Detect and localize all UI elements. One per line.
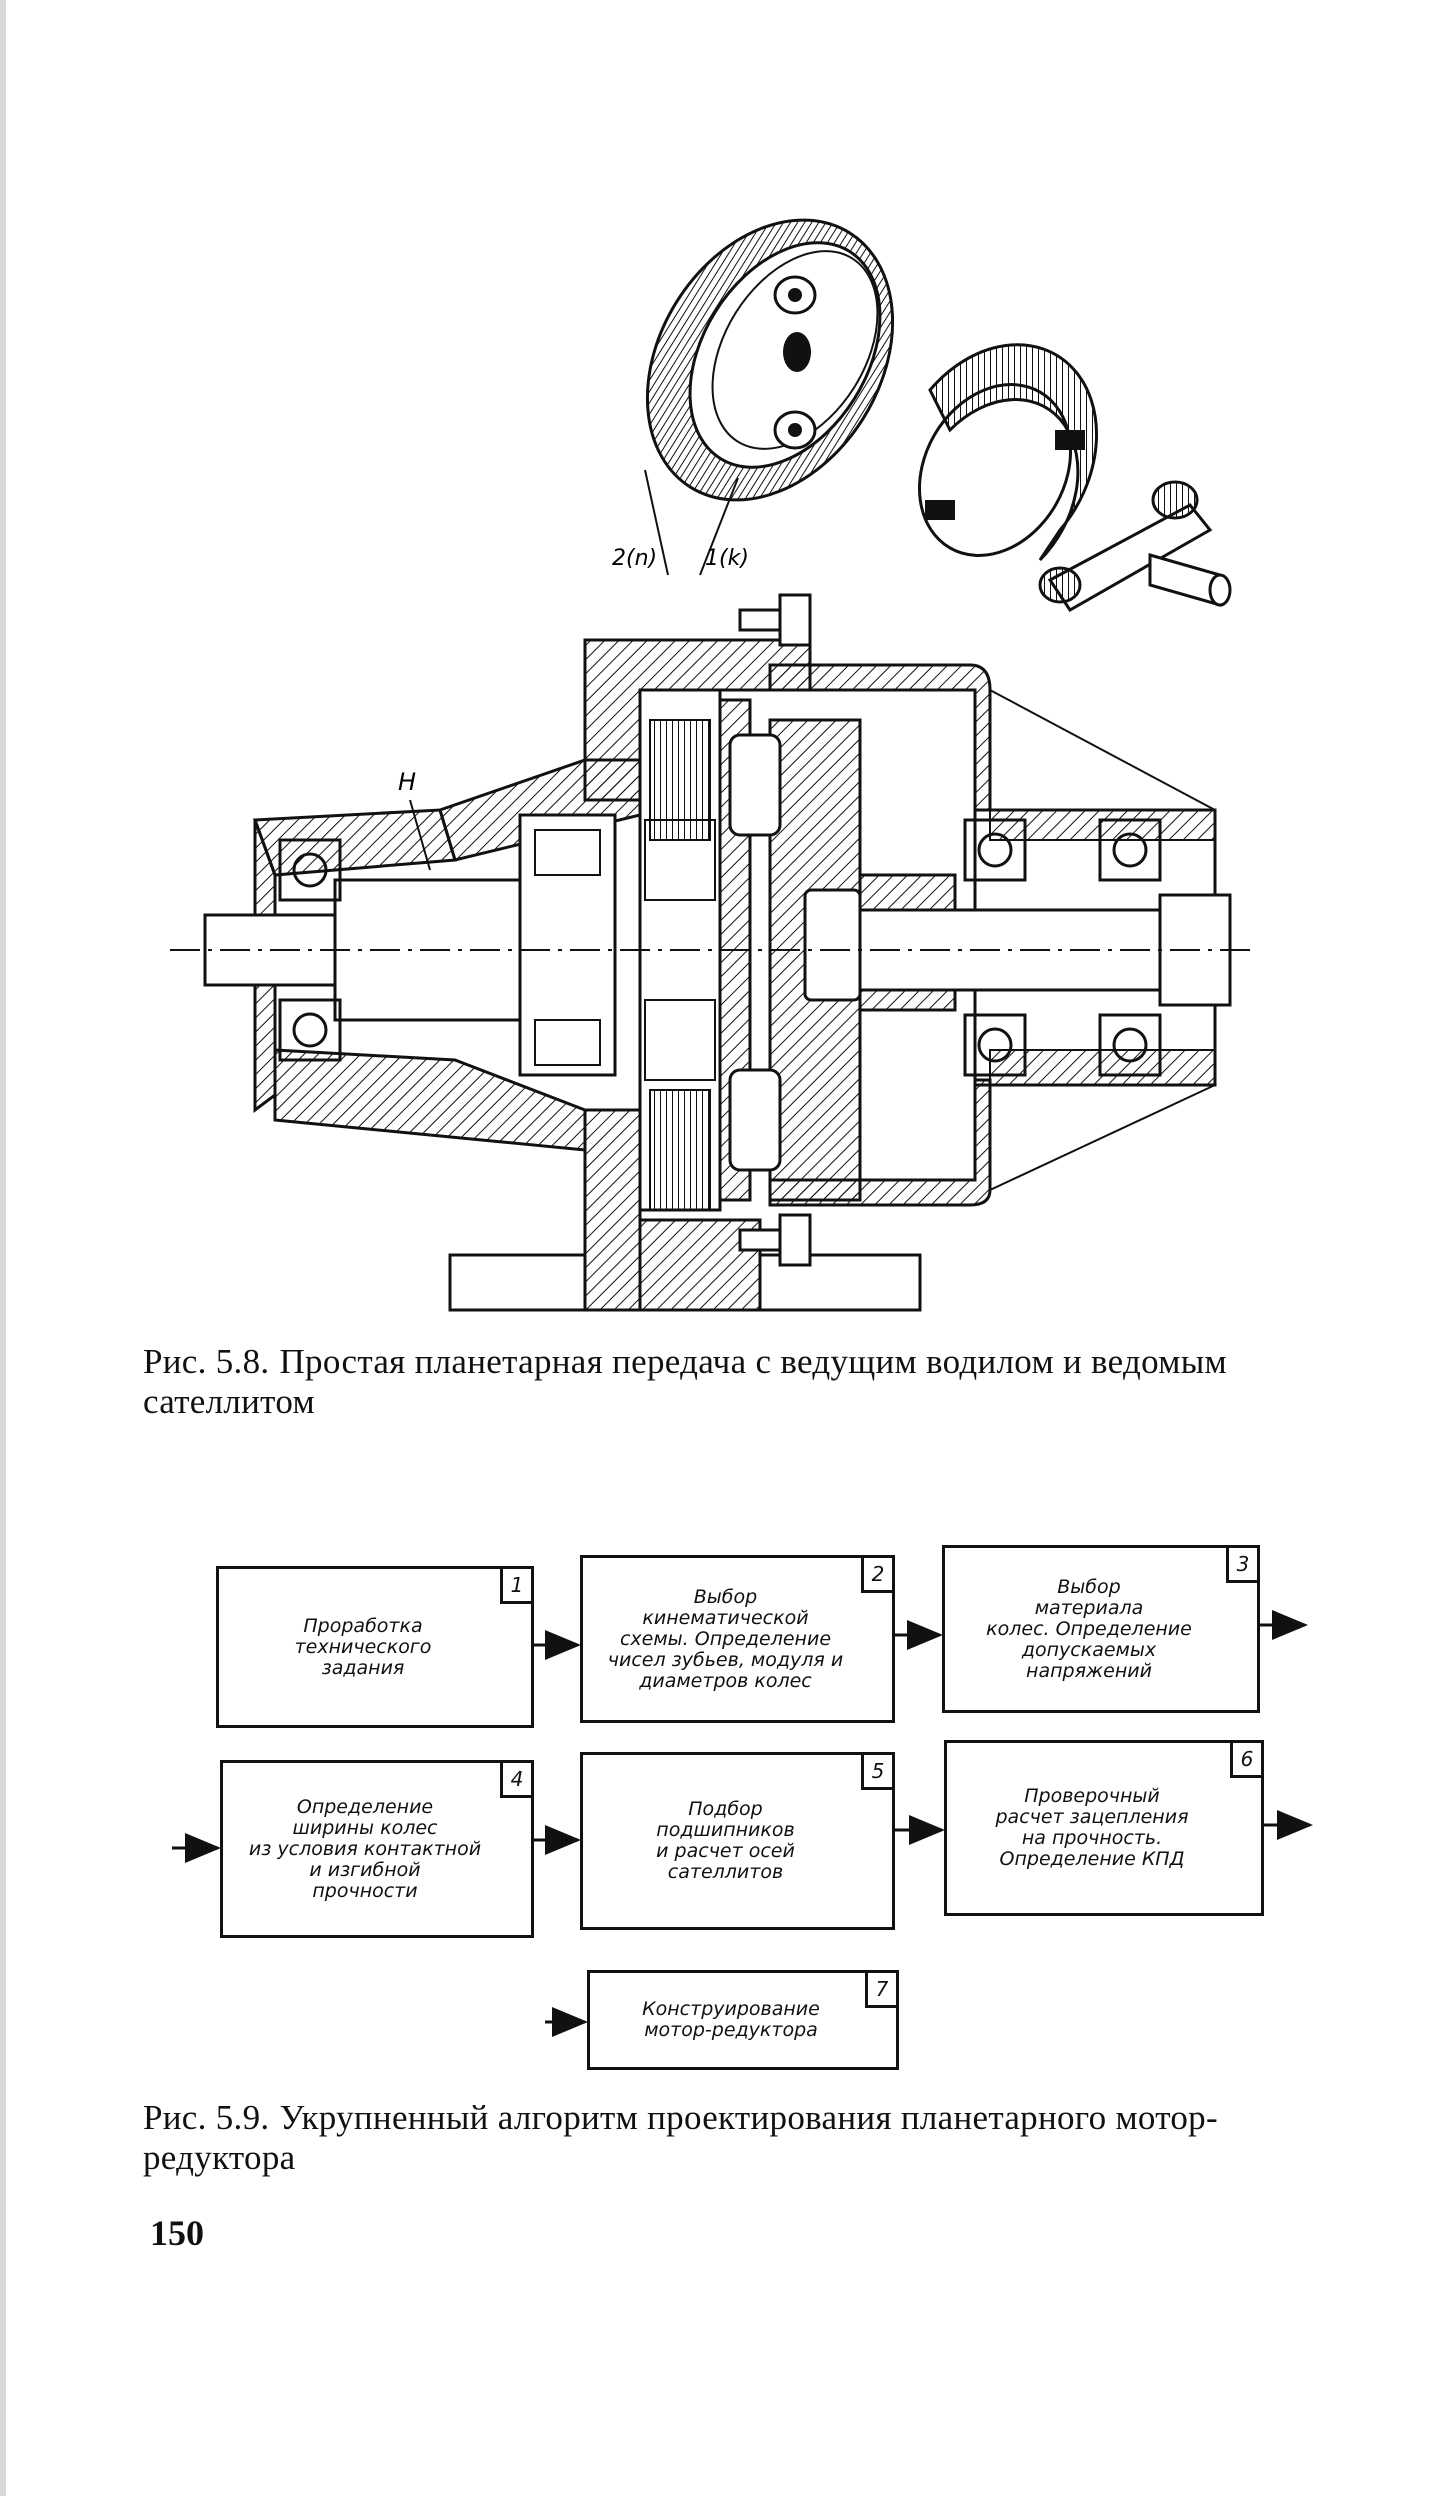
flow-block-6: 6 Проверочный расчет зацепления на прочн… (944, 1740, 1264, 1916)
flow-block-text: Выбор кинематической схемы. Определение … (607, 1585, 844, 1692)
flow-block-2: 2 Выбор кинематической схемы. Определени… (580, 1555, 895, 1723)
page-number: 150 (150, 2213, 204, 2253)
caption-text: Простая планетарная передача с ведущим в… (143, 1342, 1227, 1421)
flow-block-number: 7 (865, 1970, 899, 2008)
flow-block-number: 2 (861, 1555, 895, 1593)
flow-block-text: Определение ширины колес из условия конт… (248, 1795, 482, 1902)
gear-stack (518, 688, 957, 1212)
flow-block-4: 4 Определение ширины колес из условия ко… (220, 1760, 534, 1938)
flow-block-1: 1 Проработка технического задания (216, 1566, 534, 1728)
ring-gear-exploded (645, 218, 895, 502)
label-ring: 1(k) (705, 546, 749, 571)
flow-block-text: Подбор подшипников и расчет осей сателли… (656, 1798, 795, 1883)
planetary-gear-drawing: 2(n) 1(k) (170, 218, 1250, 1312)
figure-5-9-caption: Рис. 5.9.Укрупненный алгоритм проектиров… (143, 2098, 1323, 2178)
flow-block-number: 1 (500, 1566, 534, 1604)
flow-block-text: Проверочный расчет зацепления на прочнос… (995, 1785, 1189, 1870)
page-edge (0, 0, 6, 2496)
bolts (738, 593, 812, 1267)
flow-block-text: Проработка технического задания (294, 1614, 432, 1679)
bearings (278, 818, 1162, 1077)
flow-block-number: 4 (500, 1760, 534, 1798)
figure-5-8-caption: Рис. 5.8.Простая планетарная передача с … (143, 1342, 1323, 1422)
caption-number: Рис. 5.8. (143, 1342, 270, 1381)
flow-block-text: Выбор материала колес. Определение допус… (986, 1575, 1192, 1682)
caption-number: Рис. 5.9. (143, 2098, 270, 2137)
flow-block-3: 3 Выбор материала колес. Определение доп… (942, 1545, 1260, 1713)
flow-block-7: 7 Конструирование мотор-редуктора (587, 1970, 899, 2070)
flow-block-number: 5 (861, 1752, 895, 1790)
carrier-half-exploded (918, 343, 1098, 562)
flow-block-number: 6 (1230, 1740, 1264, 1778)
caption-text: Укрупненный алгоритм проектирования план… (143, 2098, 1218, 2177)
flow-block-number: 3 (1226, 1545, 1260, 1583)
label-planet: 2(n) (612, 546, 657, 571)
flow-block-5: 5 Подбор подшипников и расчет осей сател… (580, 1752, 895, 1930)
carrier-arm-exploded (1038, 480, 1232, 612)
housing-section (252, 638, 1217, 1312)
label-carrier: H (398, 768, 416, 796)
flow-block-text: Конструирование мотор-редуктора (642, 1998, 820, 2041)
